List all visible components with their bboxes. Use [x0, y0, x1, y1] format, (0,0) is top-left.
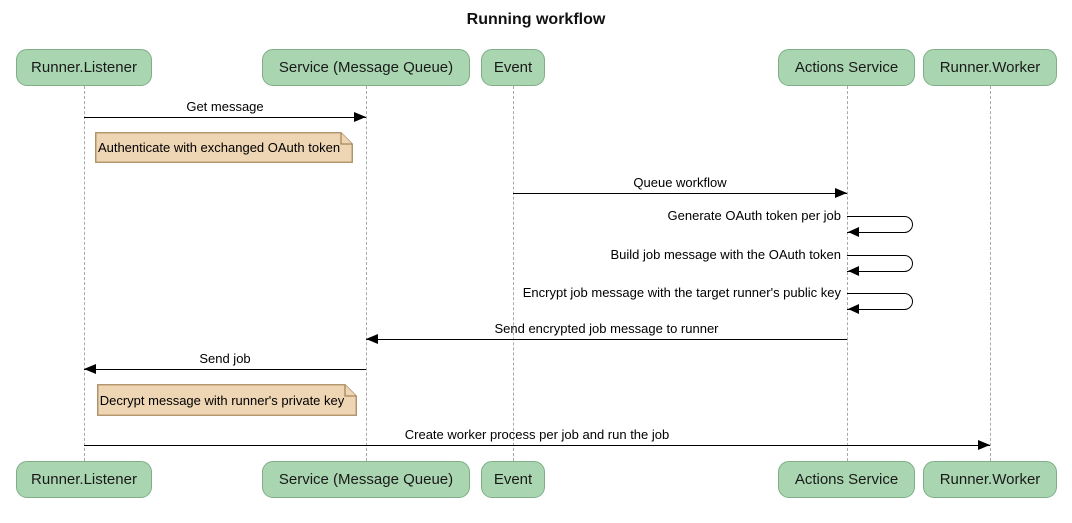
arrowhead-right-icon: [835, 188, 847, 198]
actor-event-top: Event: [481, 49, 545, 86]
lifeline-runner-listener: [84, 86, 85, 461]
self-message-label: Build job message with the OAuth token: [610, 247, 841, 262]
actor-actions-service-top: Actions Service: [778, 49, 915, 86]
note-decrypt: Decrypt message with runner's private ke…: [97, 384, 357, 416]
actor-runner-worker-bottom: Runner.Worker: [923, 461, 1057, 498]
arrowhead-left-icon: [366, 334, 378, 344]
actor-event-bottom: Event: [481, 461, 545, 498]
note-body: [95, 132, 353, 163]
lifeline-event: [513, 86, 514, 461]
lifeline-service-message-queue: [366, 86, 367, 461]
message-line: [84, 369, 366, 370]
self-message-label: Generate OAuth token per job: [667, 208, 841, 223]
message-line: [84, 445, 990, 446]
self-message-loop: [847, 255, 913, 272]
arrowhead-right-icon: [978, 440, 990, 450]
message-create-worker: Create worker process per job and run th…: [84, 426, 990, 450]
actor-runner-listener-top: Runner.Listener: [16, 49, 152, 86]
note-authenticate: Authenticate with exchanged OAuth token: [95, 132, 353, 163]
actor-actions-service-bottom: Actions Service: [778, 461, 915, 498]
note-label: Authenticate with exchanged OAuth token: [98, 140, 340, 155]
lifeline-actions-service: [847, 86, 848, 461]
note-label: Decrypt message with runner's private ke…: [100, 393, 345, 408]
message-line: [513, 193, 847, 194]
arrowhead-left-icon: [848, 304, 859, 314]
message-line: [84, 117, 366, 118]
message-send-encrypted-job: Send encrypted job message to runner: [366, 320, 847, 344]
message-label: Send job: [199, 351, 251, 366]
lifeline-runner-worker: [990, 86, 991, 461]
self-message-loop: [847, 293, 913, 310]
note-fold-icon: [340, 132, 353, 145]
note-body: [97, 384, 357, 416]
diagram-title: Running workflow: [466, 11, 606, 28]
arrowhead-left-icon: [848, 266, 859, 276]
self-message-loop: [847, 216, 913, 233]
arrowhead-left-icon: [84, 364, 96, 374]
message-label: Get message: [186, 99, 264, 114]
self-message-label: Encrypt job message with the target runn…: [522, 285, 841, 300]
actor-runner-listener-bottom: Runner.Listener: [16, 461, 152, 498]
actor-runner-worker-top: Runner.Worker: [923, 49, 1057, 86]
arrowhead-left-icon: [848, 227, 859, 237]
message-queue-workflow: Queue workflow: [513, 174, 847, 198]
actor-service-message-queue-top: Service (Message Queue): [262, 49, 470, 86]
message-label: Queue workflow: [633, 175, 727, 190]
arrowhead-right-icon: [354, 112, 366, 122]
message-send-job: Send job: [84, 350, 366, 374]
message-line: [366, 339, 847, 340]
message-label: Create worker process per job and run th…: [404, 427, 670, 442]
actor-service-message-queue-bottom: Service (Message Queue): [262, 461, 470, 498]
message-get-message: Get message: [84, 98, 366, 122]
note-fold-icon: [344, 384, 357, 397]
message-label: Send encrypted job message to runner: [494, 321, 719, 336]
